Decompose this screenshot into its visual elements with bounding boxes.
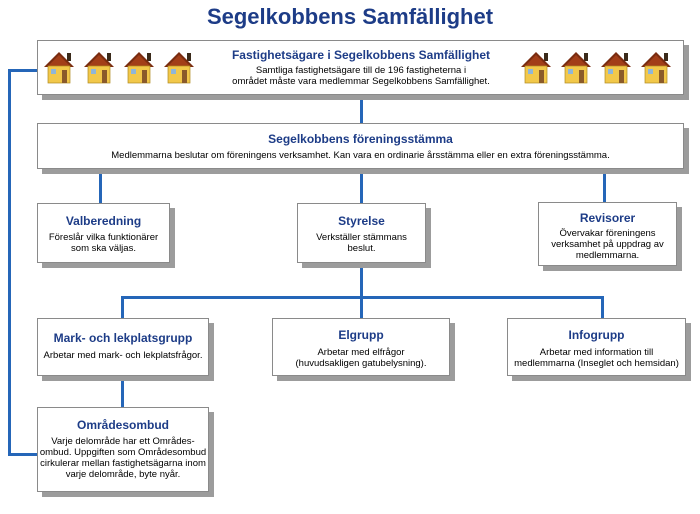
house-icon xyxy=(44,52,74,84)
house-icon xyxy=(521,52,551,84)
connector-meeting-board xyxy=(360,169,363,203)
connector-land-to-arearep xyxy=(121,376,124,407)
connector-to-land-group xyxy=(121,296,124,318)
electric-group-desc-line2: (huvudsakligen gatubelysning). xyxy=(295,358,427,369)
meeting-title: Segelkobbens föreningsstämma xyxy=(268,132,453,146)
land-group-desc: Arbetar med mark- och lekplatsfrågor. xyxy=(43,350,203,361)
connector-owners-meeting xyxy=(360,95,363,123)
house-icon xyxy=(84,52,114,84)
auditors-box: Revisorer Övervakar föreningens verksamh… xyxy=(538,202,677,266)
electric-group-box: Elgrupp Arbetar med elfrågor (huvudsakli… xyxy=(272,318,450,376)
auditors-desc-line3: medlemmarna. xyxy=(575,250,640,261)
owners-text: Fastighetsägare i Segelkobbens Samfällig… xyxy=(208,48,514,87)
house-icon xyxy=(641,52,671,84)
nomination-desc-line1: Föreslår vilka funktionärer xyxy=(48,232,159,243)
connector-left-vertical xyxy=(8,69,11,455)
area-rep-desc-line3: cirkulerar mellan fastighetsägarna inom xyxy=(40,458,206,469)
connector-left-top xyxy=(8,69,38,72)
house-icon xyxy=(601,52,631,84)
owners-box: Fastighetsägare i Segelkobbens Samfällig… xyxy=(37,40,684,95)
house-icon xyxy=(164,52,194,84)
diagram-title: Segelkobbens Samfällighet xyxy=(206,4,494,29)
meeting-box: Segelkobbens föreningsstämma Medlemmarna… xyxy=(37,123,684,169)
board-desc-line1: Verkställer stämmans xyxy=(316,232,407,243)
owners-title: Fastighetsägare i Segelkobbens Samfällig… xyxy=(231,48,491,62)
area-rep-desc-line2: ombud. Uppgiften som Områdesombud xyxy=(39,447,207,458)
electric-group-title: Elgrupp xyxy=(338,328,384,342)
owners-desc-line2: området måste vara medlemmar Segelkobben… xyxy=(232,76,490,87)
board-title: Styrelse xyxy=(338,214,385,228)
nomination-title: Valberedning xyxy=(65,214,142,228)
info-group-box: Infogrupp Arbetar med information till m… xyxy=(507,318,686,376)
connector-left-bottom xyxy=(8,453,38,456)
board-desc-line2: beslut. xyxy=(347,243,376,254)
connector-to-electric-group xyxy=(360,296,363,318)
area-rep-desc-line1: Varje delområde har ett Områdes- xyxy=(51,436,195,447)
info-group-desc-line2: medlemmarna (Inseglet och hemsidan) xyxy=(514,358,679,369)
electric-group-desc-line1: Arbetar med elfrågor xyxy=(317,347,405,358)
area-rep-title: Områdesombud xyxy=(76,418,169,432)
connector-meeting-nomination xyxy=(99,169,102,203)
house-icon xyxy=(124,52,154,84)
auditors-title: Revisorer xyxy=(579,211,636,225)
meeting-desc: Medlemmarna beslutar om föreningens verk… xyxy=(111,150,610,161)
house-icon xyxy=(561,52,591,84)
land-group-title: Mark- och lekplatsgrupp xyxy=(53,331,193,345)
board-box: Styrelse Verkställer stämmans beslut. xyxy=(297,203,426,263)
auditors-desc-line1: Övervakar föreningens xyxy=(559,228,656,239)
info-group-title: Infogrupp xyxy=(568,328,625,342)
land-group-box: Mark- och lekplatsgrupp Arbetar med mark… xyxy=(37,318,209,376)
nomination-desc-line2: som ska väljas. xyxy=(71,243,136,254)
connector-to-info-group xyxy=(601,296,604,318)
info-group-desc-line1: Arbetar med information till xyxy=(539,347,654,358)
connector-board-down xyxy=(360,263,363,298)
area-rep-desc-line4: varje delområde, byte nyår. xyxy=(65,469,181,480)
owners-desc-line1: Samtliga fastighetsägare till de 196 fas… xyxy=(255,65,467,76)
area-rep-box: Områdesombud Varje delområde har ett Omr… xyxy=(37,407,209,492)
nomination-box: Valberedning Föreslår vilka funktionärer… xyxy=(37,203,170,263)
auditors-desc-line2: verksamhet på uppdrag av xyxy=(551,239,664,250)
connector-meeting-auditors xyxy=(603,169,606,202)
